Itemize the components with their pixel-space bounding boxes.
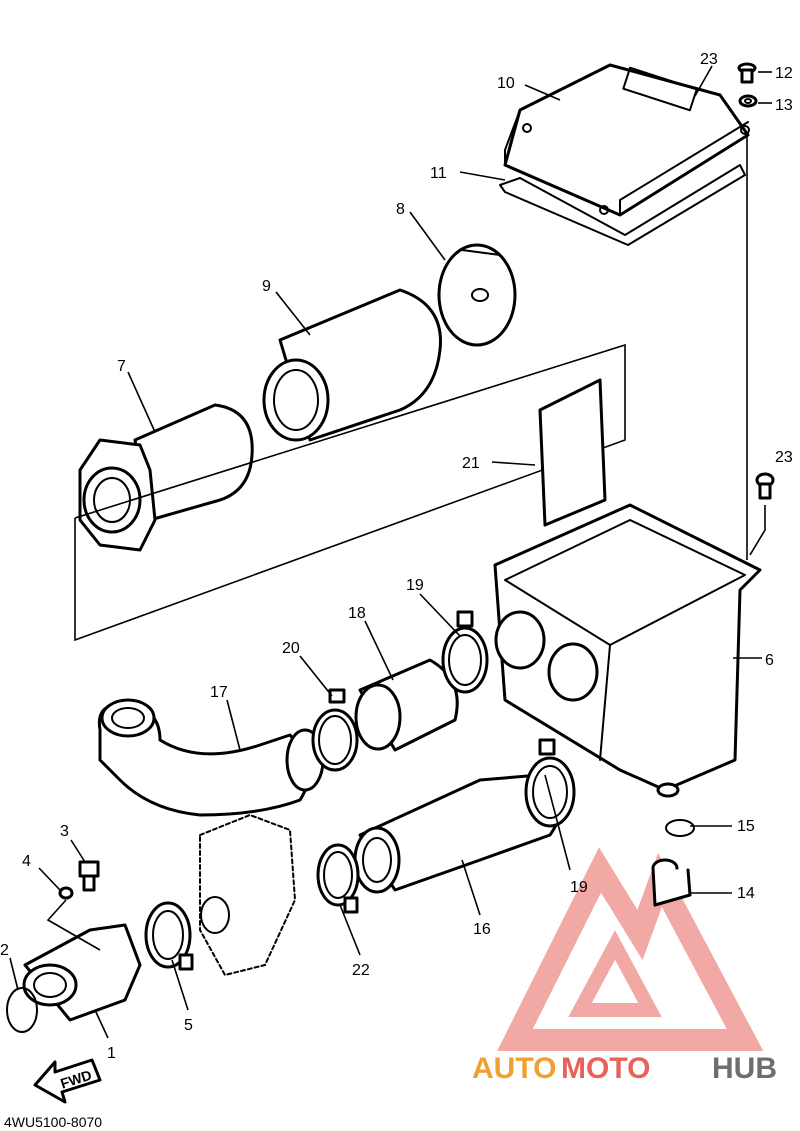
- part-code: 4WU5100-8070: [4, 1114, 102, 1130]
- drain-plug-14: [651, 858, 692, 907]
- fwd-arrow-icon: FWD: [33, 1058, 102, 1104]
- label-24: 23: [700, 51, 718, 68]
- label-13: 13: [775, 97, 793, 114]
- label-22: 22: [352, 962, 370, 979]
- label-5: 5: [184, 1017, 193, 1034]
- clamp-19-lower: [524, 738, 576, 828]
- label-6: 6: [765, 652, 774, 669]
- label-4: 4: [22, 853, 31, 870]
- clamp-19-upper: [441, 610, 489, 694]
- washer-13: [738, 94, 758, 108]
- label-19a: 19: [406, 577, 424, 594]
- label-23: 23: [775, 449, 793, 466]
- watermark-logo-icon: [497, 847, 764, 1051]
- label-16: 16: [473, 921, 491, 938]
- watermark-text: AUTO MOTO HUB: [472, 1052, 777, 1085]
- label-2: 2: [0, 942, 9, 959]
- label-10: 10: [497, 75, 515, 92]
- label-19b: 19: [570, 879, 588, 896]
- element-holder-7: [78, 403, 254, 552]
- watermark-hub: HUB: [712, 1052, 777, 1085]
- carburetor-reference: [199, 814, 296, 976]
- label-18: 18: [348, 605, 366, 622]
- washer-4: [58, 886, 74, 900]
- air-cleaner-cap: [503, 63, 750, 217]
- clamp-5: [144, 901, 194, 971]
- clamp-22: [316, 843, 360, 914]
- gasket-2: [6, 987, 38, 1033]
- element-cap-8: [437, 243, 517, 347]
- carburetor-joint-1: [22, 923, 142, 1022]
- label-11: 11: [430, 165, 447, 182]
- clip-15: [665, 819, 695, 837]
- joint-16: [353, 773, 562, 894]
- label-8: 8: [396, 201, 405, 218]
- label-7: 7: [117, 358, 126, 375]
- label-21: 21: [462, 455, 480, 472]
- air-cleaner-case-6: [493, 503, 762, 798]
- air-filter-element-9: [262, 288, 442, 442]
- watermark-auto: AUTO: [472, 1052, 556, 1085]
- cap-gasket: [499, 164, 746, 246]
- watermark-moto: MOTO: [561, 1052, 650, 1085]
- label-14: 14: [737, 885, 755, 902]
- label-9: 9: [262, 278, 271, 295]
- inspection-plate-21: [538, 378, 607, 527]
- bolt-23: [755, 472, 775, 500]
- clamp-20: [311, 688, 359, 772]
- label-1: 1: [107, 1045, 116, 1062]
- label-12: 12: [775, 65, 793, 82]
- label-3: 3: [60, 823, 69, 840]
- label-20: 20: [282, 640, 300, 657]
- label-17: 17: [210, 684, 228, 701]
- bolt-12: [737, 62, 757, 84]
- screw-3: [78, 860, 100, 892]
- air-duct-17: [97, 698, 325, 817]
- joint-18: [354, 658, 459, 752]
- label-15: 15: [737, 818, 755, 835]
